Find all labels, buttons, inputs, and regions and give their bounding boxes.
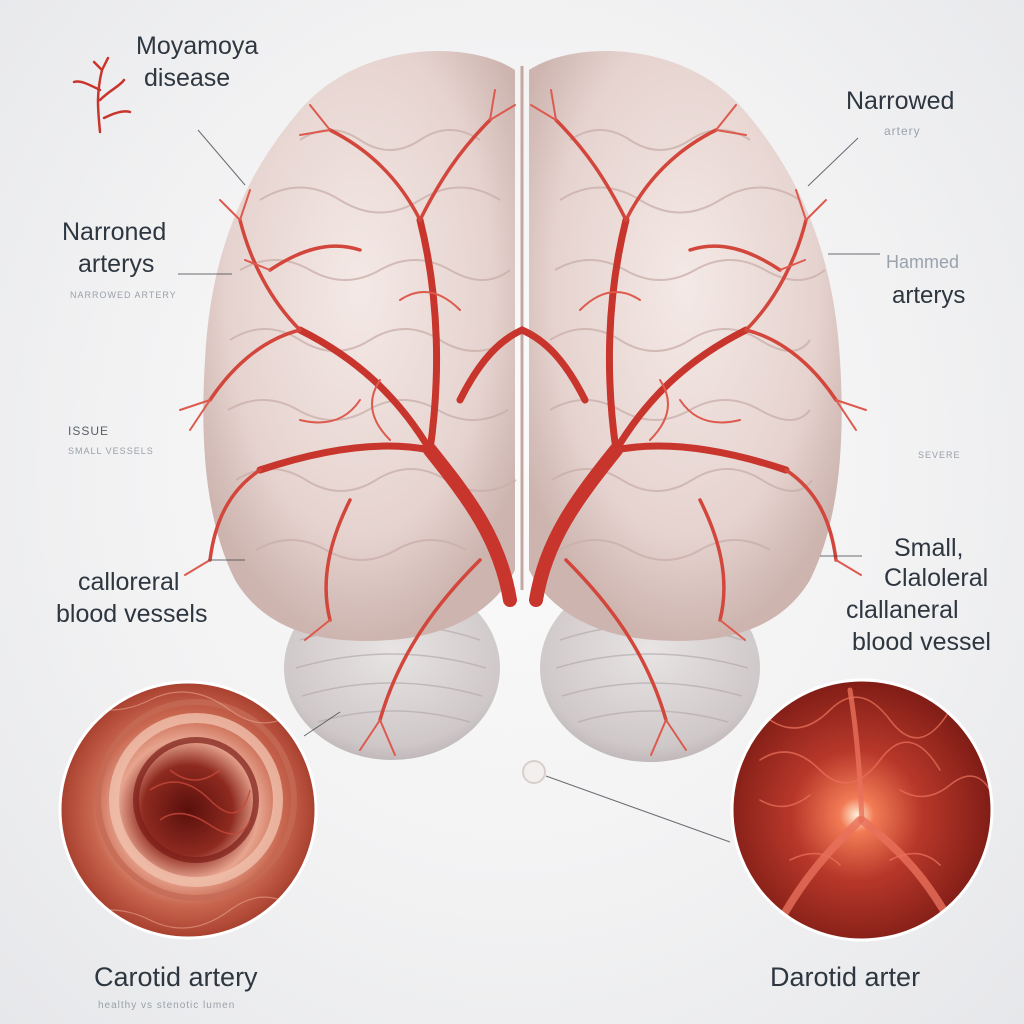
label-collateral-left-1: callorеral [78,568,180,596]
label-narrowed-left-1: Narroned [62,218,167,246]
label-narrowed-right-sub: artery [884,124,921,138]
label-mid-left-sub: SMALL VESSELS [68,446,154,456]
artery-branch-icon [72,56,132,134]
label-inflamed-right-2: arterys [892,282,966,309]
label-mid-left-tag: ISSUE [68,424,110,438]
label-collateral-left-2: blood vessels [56,600,208,628]
label-carotid-right: Darotid arter [770,962,921,992]
label-narrowed-left-sub: NARROWED ARTERY [70,290,177,300]
label-mid-right-sub: SEVERE [918,450,961,460]
title-line-2: disease [144,64,231,92]
collateral-vessels-inset [730,678,994,942]
label-carotid-left-sub: healthy vs stenotic lumen [98,1000,236,1011]
arterial-network [179,89,867,1024]
brain-hemispheres [203,50,842,641]
label-collateral-right-2: Clalolеral [884,564,989,592]
label-narrowed-left-2: arterys [78,250,155,278]
title-line-1: Moyamoya [136,32,259,60]
label-narrowed-right: Narrowed [846,87,955,115]
carotid-cross-section-inset [58,680,318,940]
label-collateral-right-3: clallaneral [846,596,959,624]
label-collateral-right-1: Small, [894,534,964,562]
leader-lines [178,129,880,843]
label-inflamed-right-1: Hammed [886,252,960,272]
label-collateral-right-4: blood vessel [852,628,991,656]
label-carotid-left: Carotid artery [94,962,258,992]
